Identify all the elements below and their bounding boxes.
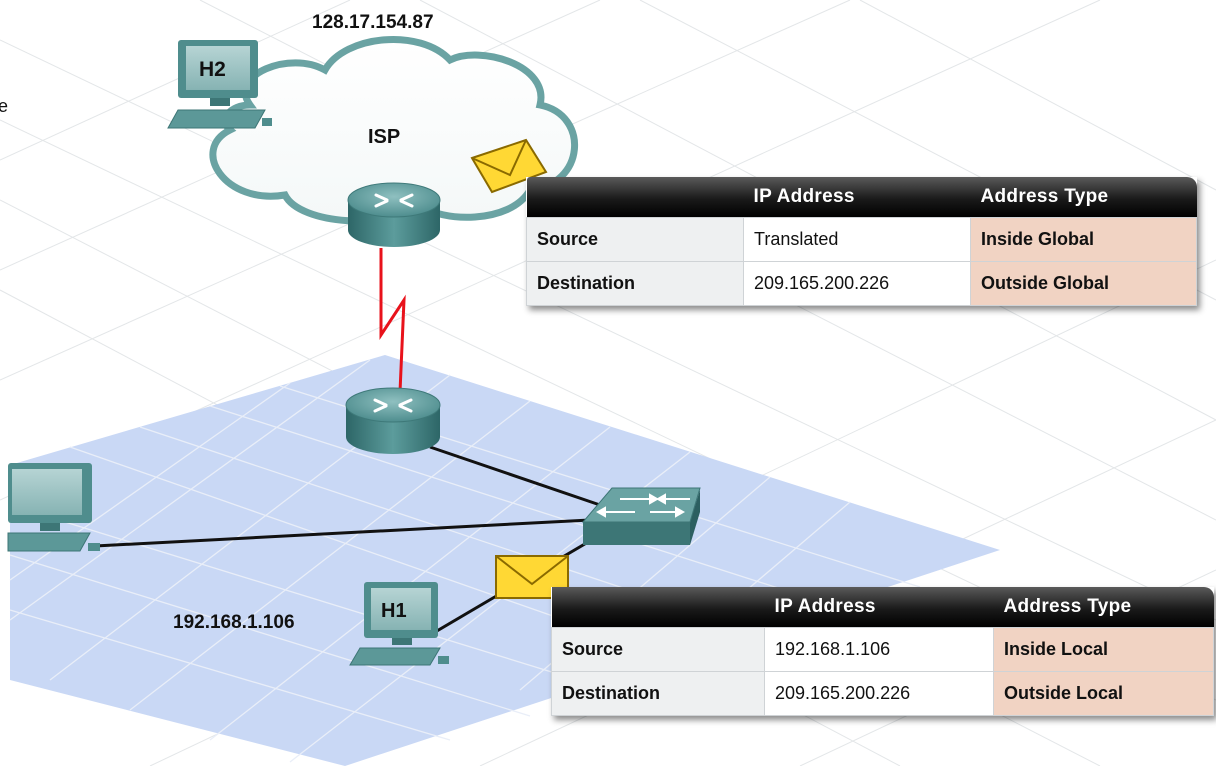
left-computer-icon [7, 463, 100, 552]
row-label: Source [526, 217, 744, 262]
table-header-blank [551, 587, 765, 628]
inside-nat-table: IP Address Address Type Source 192.168.1… [551, 587, 1214, 716]
h1-label: H1 [381, 600, 407, 622]
pc-switch-link [94, 518, 591, 548]
table-row: Source Translated Inside Global [526, 217, 1197, 262]
table-row: Destination 209.165.200.226 Outside Glob… [526, 261, 1197, 306]
ip-value: 192.168.1.106 [764, 627, 994, 672]
address-type: Inside Local [993, 627, 1214, 672]
table-header-row: IP Address Address Type [526, 177, 1197, 218]
outside-nat-table: IP Address Address Type Source Translate… [526, 177, 1197, 306]
router-switch-link [429, 445, 601, 507]
row-label: Destination [551, 671, 765, 716]
ip-value: Translated [743, 217, 971, 262]
table-header-type: Address Type [970, 177, 1197, 218]
table-header-type: Address Type [993, 587, 1214, 628]
ip-value: 209.165.200.226 [743, 261, 971, 306]
h1-computer-icon [349, 582, 449, 666]
table-header-ip: IP Address [764, 587, 994, 628]
lan-router-icon [345, 387, 441, 454]
table-header-ip: IP Address [743, 177, 971, 218]
table-row: Destination 209.165.200.226 Outside Loca… [551, 671, 1214, 716]
switch-icon [581, 487, 701, 545]
h2-computer-icon [167, 40, 272, 129]
global-ip-label: 128.17.154.87 [312, 12, 434, 33]
h2-label: H2 [199, 58, 226, 81]
h1-ip-label: 192.168.1.106 [173, 612, 295, 633]
table-row: Source 192.168.1.106 Inside Local [551, 627, 1214, 672]
address-type: Outside Local [993, 671, 1214, 716]
address-type: Outside Global [970, 261, 1197, 306]
edge-text-fragment: e [0, 96, 9, 116]
isp-router-icon [347, 182, 441, 247]
envelope-icon [470, 138, 548, 194]
row-label: Destination [526, 261, 744, 306]
row-label: Source [551, 627, 765, 672]
table-header-blank [526, 177, 744, 218]
table-header-row: IP Address Address Type [551, 587, 1214, 628]
address-type: Inside Global [970, 217, 1197, 262]
isp-label: ISP [368, 126, 401, 148]
wan-serial-link [379, 248, 406, 393]
ip-value: 209.165.200.226 [764, 671, 994, 716]
